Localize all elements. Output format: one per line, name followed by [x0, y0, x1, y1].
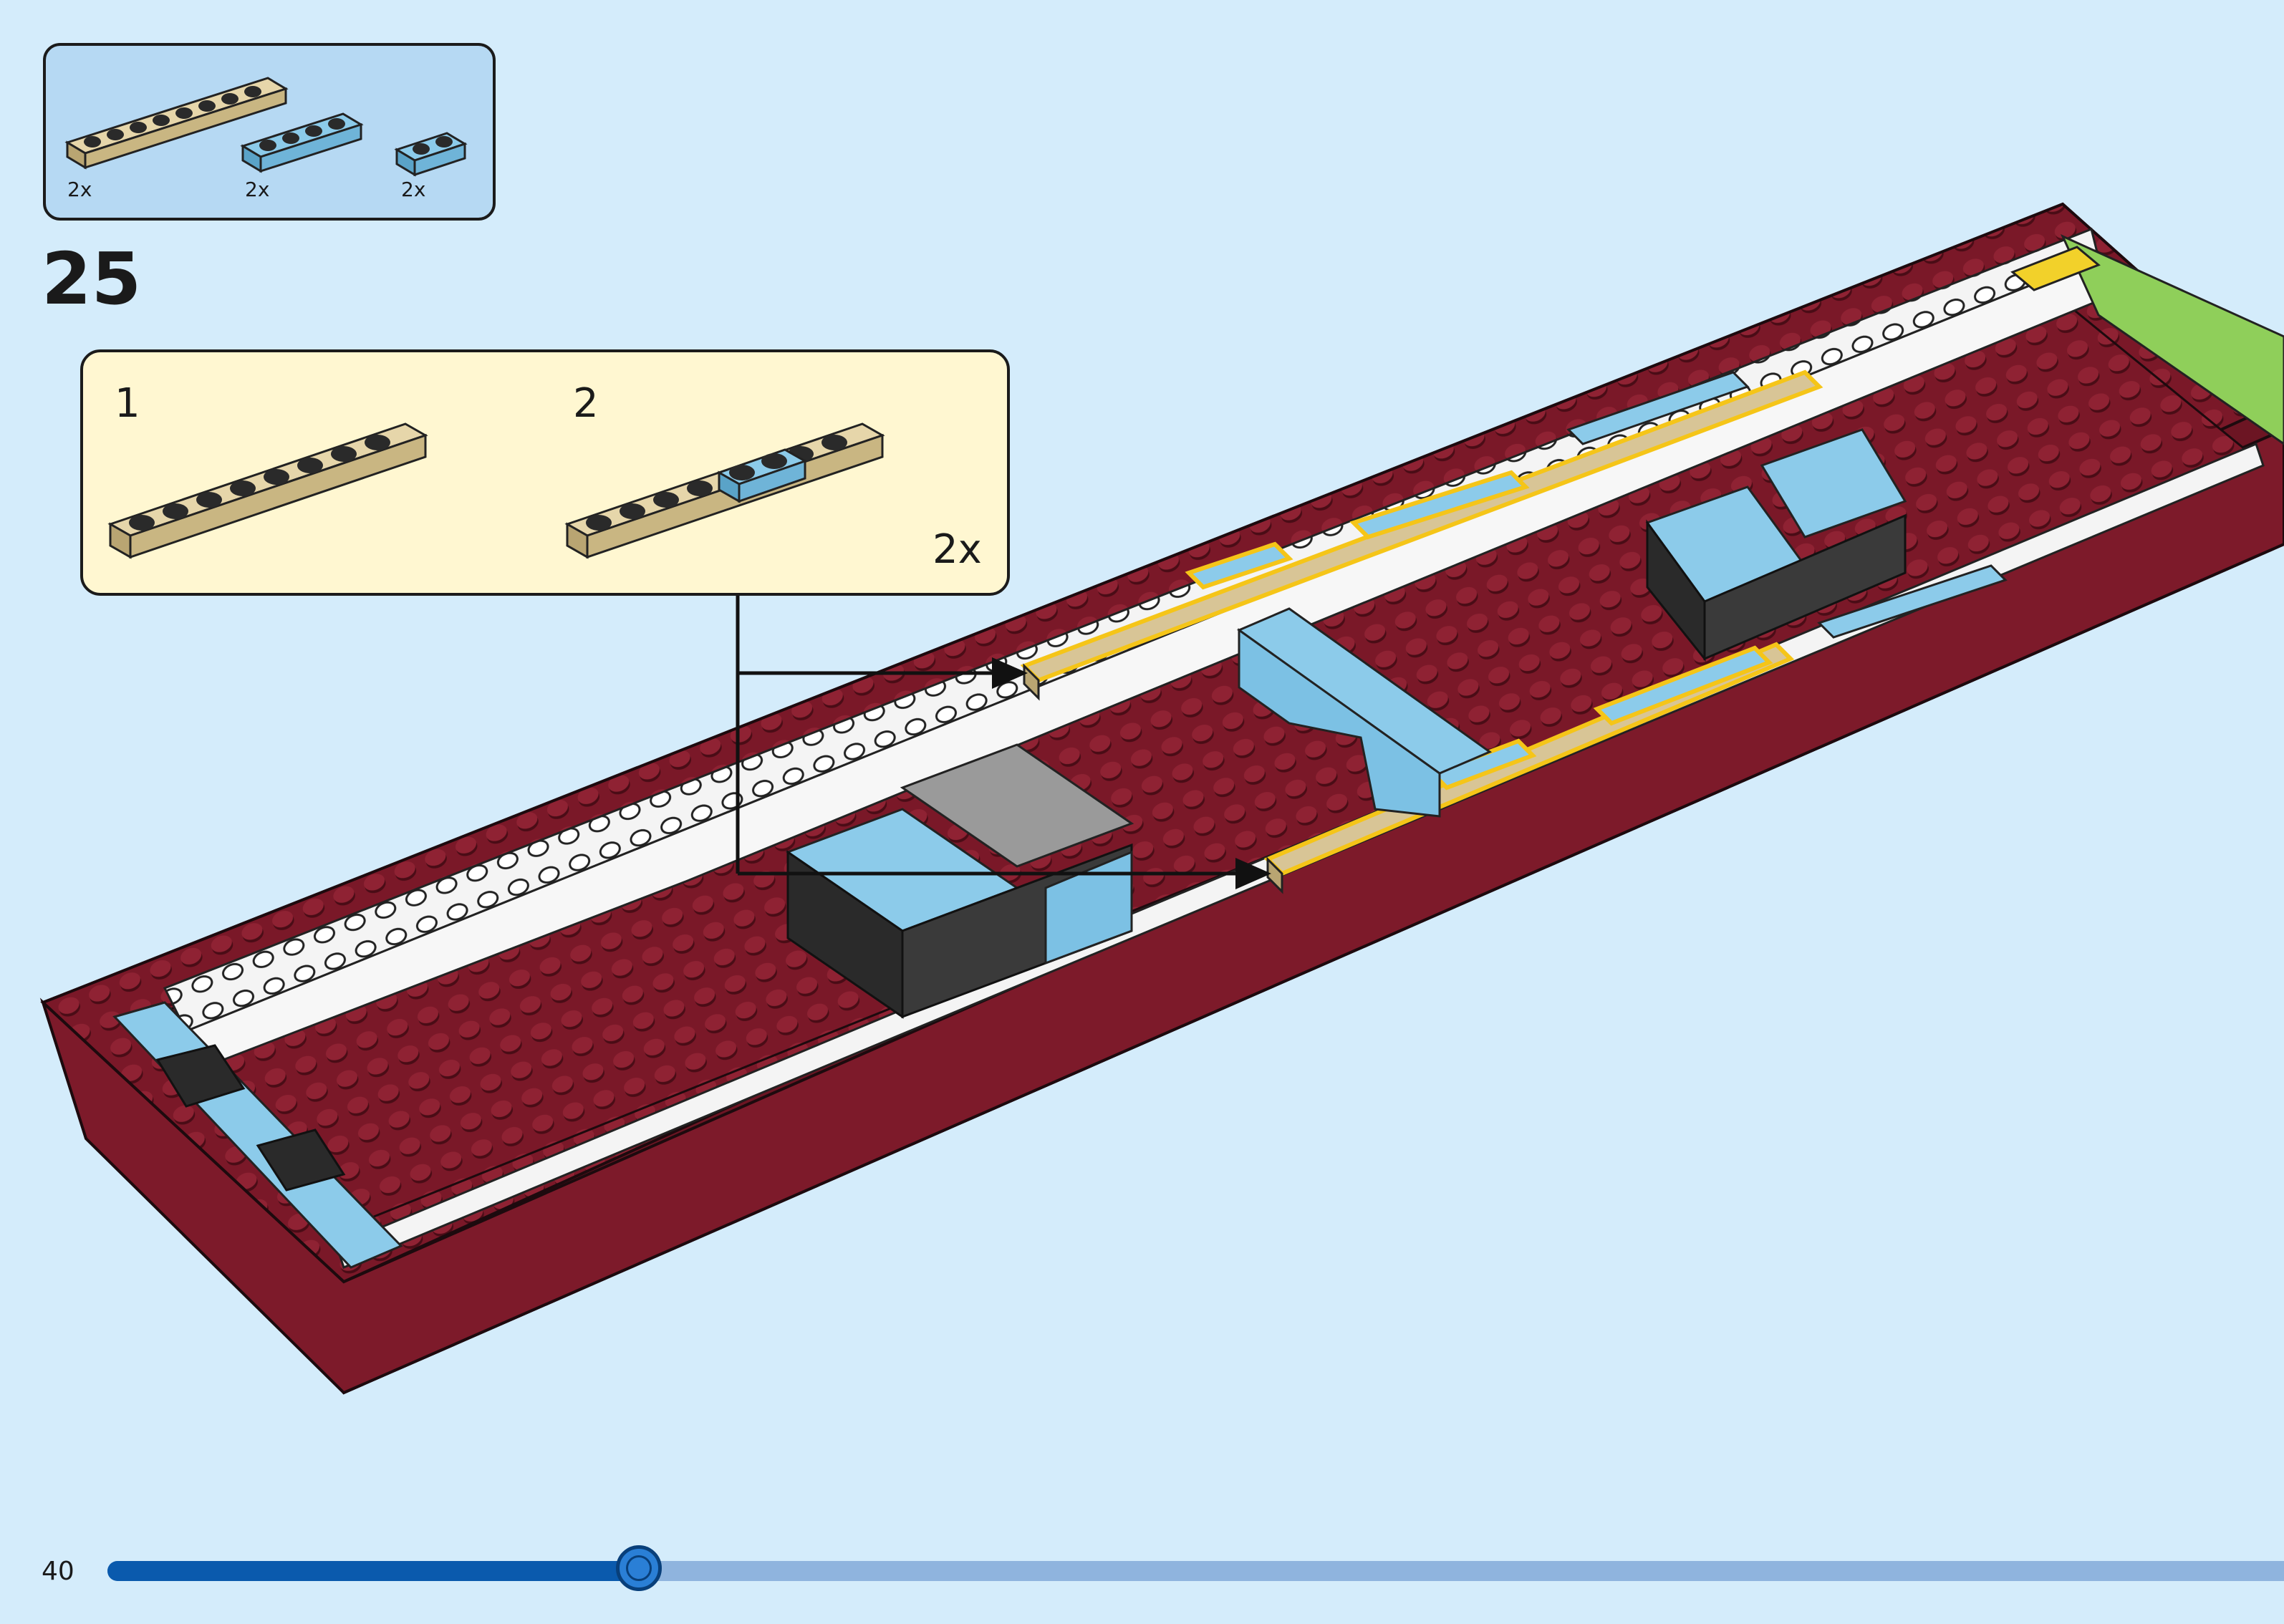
- new-tan-plate-back: [1020, 369, 1823, 701]
- parts-qty-2: 2x: [245, 178, 270, 201]
- seat-block-left: [785, 743, 1134, 1019]
- seat-block-right: [1645, 428, 1907, 662]
- tan-plate-1x8: [64, 77, 289, 170]
- sub-assembly-illustration: [107, 422, 885, 559]
- arrow-head-upper: [992, 657, 1028, 689]
- parts-illustration: [64, 77, 468, 177]
- sub-assembly-multiplier: 2x: [933, 526, 982, 573]
- progress-bar: [107, 1545, 2284, 1591]
- left-end-blocks: [112, 1001, 403, 1269]
- sub-step-1-plate: [107, 422, 428, 559]
- step-number: 25: [42, 237, 142, 321]
- sub-step-2-label: 2: [573, 380, 599, 427]
- azure-arch: [1236, 607, 1493, 818]
- sub-step-2-plate: [564, 422, 885, 559]
- inner-floor: [148, 299, 2258, 1233]
- arrow-head-lower: [1235, 858, 1271, 889]
- sub-assembly-callout: 1 2 2x: [80, 349, 1010, 596]
- parts-qty-3: 2x: [401, 178, 426, 201]
- parts-callout: 2x 2x 2x: [43, 43, 496, 221]
- callout-arrows: [736, 596, 1271, 889]
- main-build-illustration: [39, 202, 2284, 1395]
- parts-qty-1: 2x: [67, 178, 92, 201]
- progress-knob: [616, 1545, 662, 1591]
- progress-fill: [107, 1561, 639, 1581]
- page-number: 40: [42, 1557, 74, 1586]
- azure-plate-1x2: [394, 132, 468, 177]
- azure-rails: [1566, 371, 2008, 639]
- azure-plate-1x4: [240, 112, 364, 173]
- new-tan-plate-front: [1263, 642, 1795, 894]
- sub-step-1-label: 1: [115, 380, 140, 427]
- end-wall: [2010, 233, 2284, 445]
